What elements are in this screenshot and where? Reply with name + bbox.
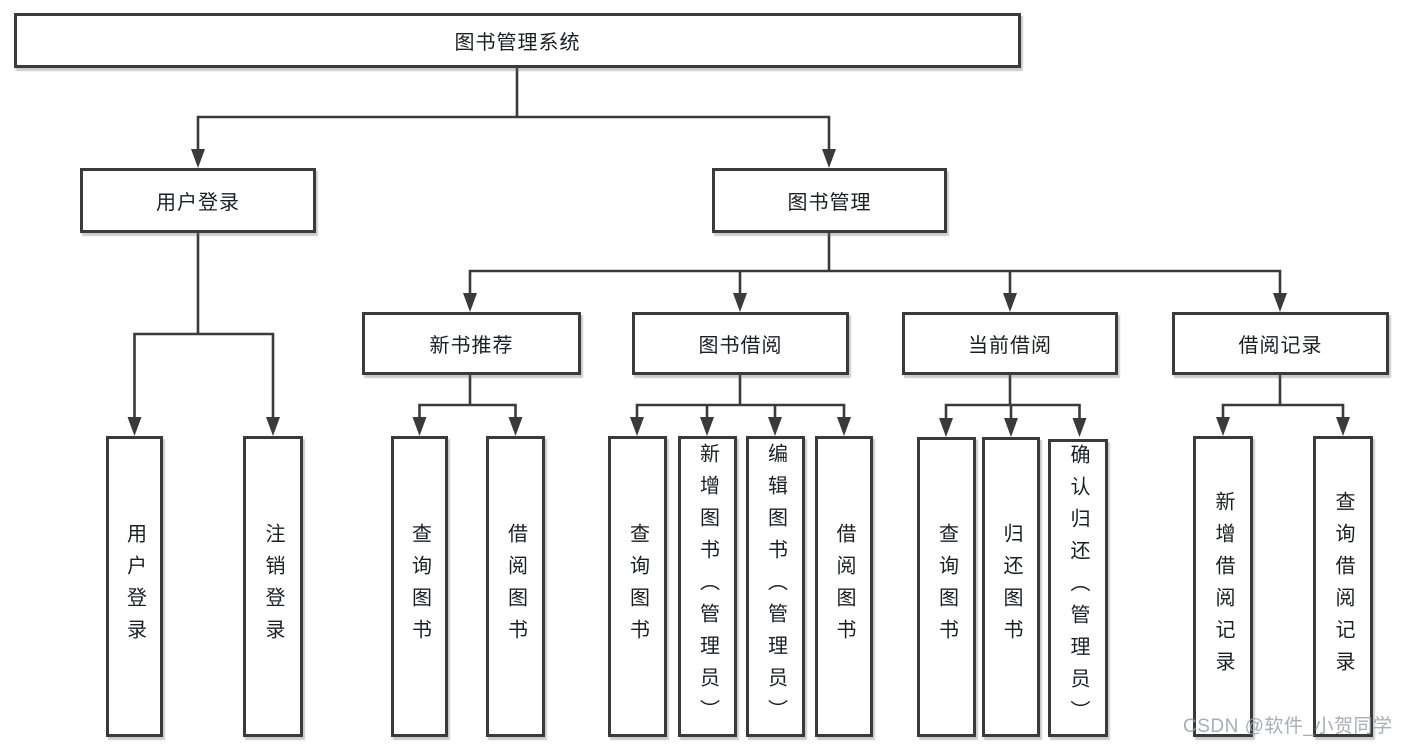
watermark: CSDN @软件_小贺同学 [1183,716,1393,737]
node-label: 归还图书 [1000,523,1022,651]
node-query-books-recommend: 查询图书 [391,436,448,737]
node-library-system: 图书管理系统 [14,13,1021,68]
node-confirm-return-admin: 确认归还（管理员） [1048,439,1108,737]
node-label: 用户登录 [123,522,146,651]
node-label: 用户登录 [156,192,240,214]
node-add-book-admin: 新增图书（管理员） [678,436,737,737]
node-label: 当前借阅 [968,335,1052,357]
node-query-books-current: 查询图书 [917,437,976,737]
node-login: 用户登录 [106,436,163,737]
node-label: 借阅图书 [833,522,855,651]
node-label: 借阅图书 [504,522,527,651]
node-label: 图书管理 [787,192,872,214]
node-label: 注销登录 [262,522,284,651]
node-label: 编辑图书（管理员） [764,442,787,731]
node-edit-book-admin: 编辑图书（管理员） [746,436,805,737]
node-borrowing-records: 借阅记录 [1172,312,1389,375]
node-borrow-books-borrowing: 借阅图书 [815,436,873,737]
node-label: 查询图书 [935,523,958,651]
node-label: 图书管理系统 [454,32,581,54]
node-label: 新增借阅记录 [1212,490,1234,683]
node-label: 借阅记录 [1238,335,1323,357]
node-new-book-recommend: 新书推荐 [362,312,581,375]
node-label: 查询图书 [408,522,431,651]
node-label: 查询借阅记录 [1332,490,1354,683]
node-add-borrow-record: 新增借阅记录 [1193,436,1253,737]
node-current-borrowing: 当前借阅 [902,312,1118,375]
node-label: 图书借阅 [698,335,783,357]
node-label: 新增图书（管理员） [696,442,719,731]
node-logout: 注销登录 [243,436,303,737]
node-borrow-books-recommend: 借阅图书 [486,436,545,737]
node-label: 确认归还（管理员） [1067,444,1089,732]
node-query-books-borrowing: 查询图书 [608,436,667,737]
node-book-borrowing: 图书借阅 [632,312,849,375]
node-book-management: 图书管理 [712,168,947,233]
node-label: 新书推荐 [429,335,514,357]
node-return-books: 归还图书 [982,437,1040,737]
node-user-login: 用户登录 [80,168,316,233]
node-query-borrow-record: 查询借阅记录 [1313,436,1373,737]
node-label: 查询图书 [626,522,649,651]
